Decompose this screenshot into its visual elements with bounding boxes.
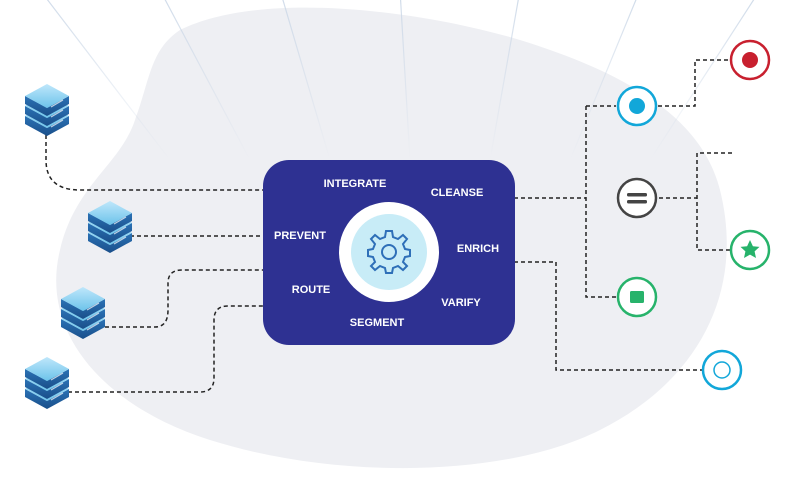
output-right-trunk — [696, 152, 732, 251]
gear-icon — [367, 230, 411, 274]
output-red-dot-icon — [729, 39, 771, 81]
processing-hub: INTEGRATE CLEANSE PREVENT ENRICH ROUTE V… — [263, 160, 515, 345]
output-lower-connector — [514, 261, 702, 371]
output-star-icon — [729, 229, 771, 271]
label-integrate: INTEGRATE — [324, 178, 387, 190]
output-square-icon — [616, 276, 658, 318]
label-prevent: PREVENT — [274, 230, 326, 242]
server-stack-icon — [24, 356, 70, 410]
label-enrich: ENRICH — [457, 243, 499, 255]
output-branch-trunk — [585, 106, 616, 298]
output-red-connector — [658, 59, 730, 107]
label-segment: SEGMENT — [350, 317, 405, 329]
source-1-connector — [45, 135, 265, 191]
output-equals-icon — [616, 177, 658, 219]
label-route: ROUTE — [292, 284, 331, 296]
label-cleanse: CLEANSE — [431, 187, 484, 199]
server-stack-icon — [24, 83, 70, 137]
connector-lines — [45, 59, 732, 393]
output-ring-icon — [701, 349, 743, 391]
source-3-connector — [105, 269, 265, 328]
output-blue-dot-icon — [616, 85, 658, 127]
label-varify: VARIFY — [441, 297, 481, 309]
source-4-connector — [68, 305, 265, 393]
